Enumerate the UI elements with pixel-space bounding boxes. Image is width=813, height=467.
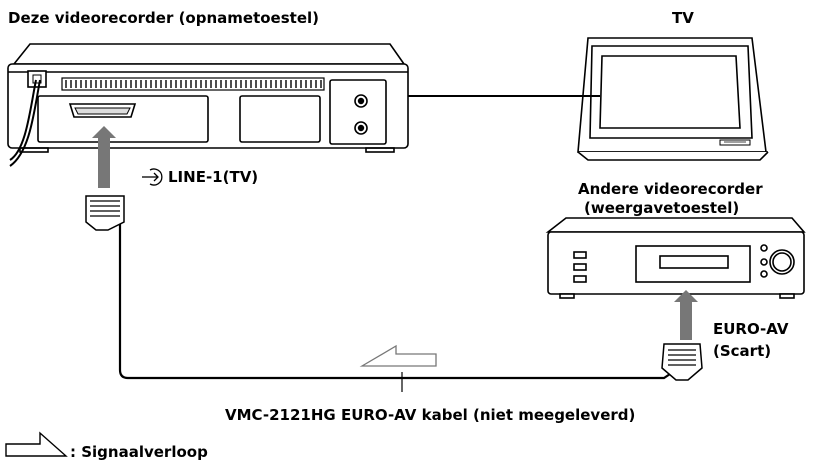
other-vcr-front	[545, 217, 806, 299]
scart-label: (Scart)	[713, 342, 772, 360]
this-recorder-title: Deze videorecorder (opnametoestel)	[8, 9, 320, 27]
signal-flow-arrow-on-cable	[359, 344, 437, 367]
this-vcr-back-panel	[7, 43, 409, 167]
euro-av-cable	[118, 212, 677, 380]
signal-arrow-up-right	[674, 290, 698, 340]
scart-plug-left	[85, 195, 125, 231]
signal-arrow-up-left	[92, 126, 116, 188]
cable-caption: VMC-2121HG EURO-AV kabel (niet meegeleve…	[225, 406, 636, 424]
tv-set	[577, 37, 769, 161]
vent-slot-teeth	[65, 80, 322, 88]
other-recorder-title-line1: Andere videorecorder	[578, 180, 763, 198]
scart-plug-right	[661, 343, 703, 381]
euro-av-label: EURO-AV	[713, 320, 789, 338]
input-arrow-icon	[142, 168, 163, 186]
signal-flow-arrow-icon	[5, 431, 68, 457]
other-recorder-title-line2: (weergavetoestel)	[584, 199, 740, 217]
tv-title: TV	[672, 9, 694, 27]
legend-text: : Signaalverloop	[70, 443, 208, 461]
vent-slots	[61, 77, 325, 91]
line-input-label: LINE-1(TV)	[168, 168, 259, 186]
